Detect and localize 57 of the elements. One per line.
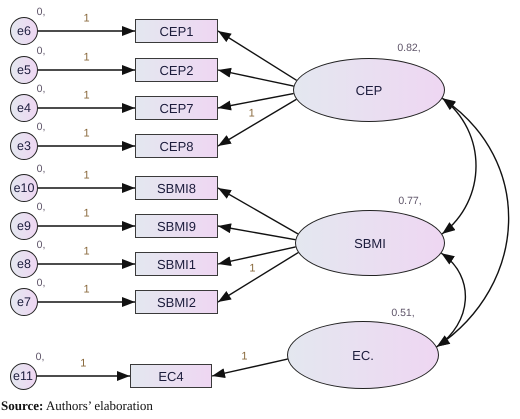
- latent-variable-ellipse: SBMI: [295, 210, 445, 276]
- edge-label: 1: [240, 351, 249, 362]
- edge-label: 1: [82, 284, 91, 296]
- variance-label: 0,: [36, 278, 46, 288]
- arrow: [218, 68, 294, 87]
- arrow: [38, 221, 135, 231]
- observed-variable-box: SBMI2: [135, 290, 218, 314]
- edge-label: 1: [248, 108, 256, 120]
- variance-label: 0.51,: [391, 308, 415, 318]
- arrow: [38, 65, 135, 75]
- arrow: [38, 259, 135, 269]
- covariance-arrow: [436, 252, 466, 348]
- latent-variable-ellipse: EC.: [287, 321, 439, 389]
- edge-label: 1: [82, 90, 91, 102]
- variance-label: 0,: [36, 352, 44, 362]
- covariance-arrow: [442, 98, 477, 234]
- arrow: [38, 183, 135, 193]
- observed-variable-box: SBMI9: [135, 214, 218, 238]
- arrow: [38, 297, 135, 307]
- observed-variable-box: CEP8: [135, 134, 218, 158]
- variance-label: 0,: [36, 164, 46, 174]
- arrow: [218, 223, 296, 240]
- edge-label: 1: [248, 263, 257, 274]
- edge-label: 1: [82, 246, 91, 258]
- arrow: [218, 187, 298, 234]
- variance-label: 0,: [36, 202, 46, 212]
- arrow: [36, 371, 130, 381]
- observed-variable-box: SBMI8: [135, 176, 218, 200]
- edge-label: 1: [82, 170, 91, 182]
- observed-variable-box: CEP7: [135, 96, 218, 120]
- arrow: [218, 246, 296, 266]
- edge-label: 1: [82, 52, 91, 64]
- variance-label: 0,: [36, 46, 46, 56]
- arrow: [218, 92, 294, 110]
- variance-label: 0,: [36, 240, 46, 250]
- arrow: [38, 26, 135, 36]
- variance-label: 0,: [36, 84, 46, 94]
- latent-variable-ellipse: CEP: [293, 58, 445, 122]
- arrow: [218, 252, 299, 303]
- arrow: [218, 98, 297, 147]
- edge-label: 1: [82, 128, 91, 140]
- edge-label: 1: [79, 358, 88, 370]
- observed-variable-box: EC4: [130, 364, 212, 388]
- variance-label: 0,: [36, 122, 46, 132]
- variance-label: 0.82,: [397, 42, 421, 54]
- arrow: [212, 358, 288, 378]
- variance-label: 0.77,: [398, 196, 422, 206]
- arrow: [38, 103, 135, 113]
- arrow: [218, 30, 297, 81]
- edge-label: 1: [82, 208, 91, 220]
- caption: Source: Authors’ elaboration: [1, 399, 153, 412]
- observed-variable-box: CEP2: [135, 58, 218, 82]
- observed-variable-box: CEP1: [135, 19, 218, 43]
- variance-label: 0,: [36, 6, 46, 18]
- observed-variable-box: SBMI1: [135, 252, 218, 276]
- edge-label: 1: [82, 14, 91, 24]
- arrow: [38, 141, 135, 151]
